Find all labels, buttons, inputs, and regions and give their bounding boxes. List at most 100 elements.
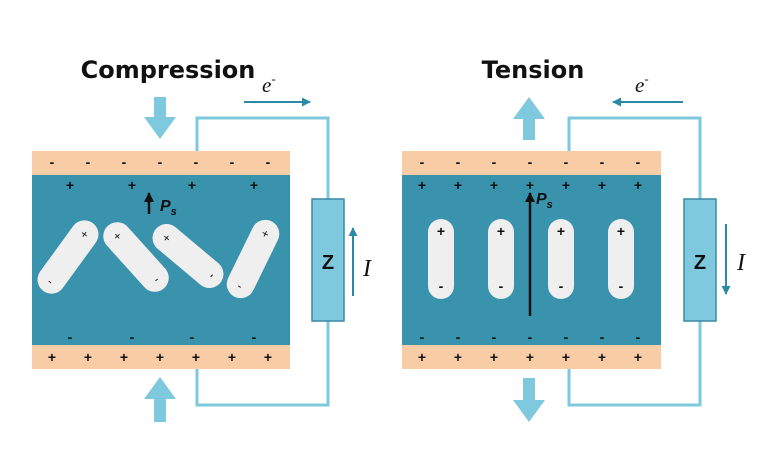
- charge-sign: +: [634, 177, 642, 193]
- dipole: + -: [428, 219, 454, 299]
- charge-sign: -: [130, 329, 135, 345]
- charge-sign: +: [454, 177, 462, 193]
- top-electrode-charges: -------: [420, 154, 641, 170]
- bottom-electrode: [402, 345, 661, 369]
- charge-sign: +: [66, 177, 74, 193]
- bottom-electrode-charges: +++++++: [418, 349, 642, 365]
- charge-sign: -: [158, 154, 163, 170]
- impedance-label: Z: [694, 252, 706, 274]
- polarization-label: Ps: [160, 198, 177, 218]
- dipole: + -: [608, 219, 634, 299]
- charge-sign: -: [636, 154, 641, 170]
- charge-sign: -: [600, 154, 605, 170]
- bottom-electrode: [32, 345, 290, 369]
- charge-sign: -: [230, 154, 235, 170]
- current-label: I: [362, 256, 372, 282]
- dipole-minus-label: -: [235, 279, 245, 293]
- panel-tension: Tension ------- +++++++ ------- +++++++ …: [402, 56, 746, 422]
- dipole-minus-label: -: [499, 278, 504, 294]
- dipole-body: [37, 220, 99, 294]
- dipole-body: [608, 219, 634, 299]
- top-surface-charges: ++++: [66, 177, 258, 193]
- dipole: + -: [37, 220, 99, 294]
- bottom-surface-charges: ----: [68, 329, 257, 345]
- panel-compression: Compression ------- ++++ ---- +++++++ + …: [32, 56, 372, 422]
- charge-sign: +: [192, 349, 200, 365]
- charge-sign: +: [128, 177, 136, 193]
- top-electrode-charges: -------: [50, 154, 271, 170]
- charge-sign: -: [86, 154, 91, 170]
- impedance-label: Z: [322, 252, 334, 274]
- force-arrow-up: [513, 97, 545, 140]
- charge-sign: +: [526, 177, 534, 193]
- top-electrode: [32, 151, 290, 175]
- dipole-plus-label: +: [617, 223, 625, 239]
- charge-sign: +: [120, 349, 128, 365]
- charge-sign: +: [264, 349, 272, 365]
- charge-sign: -: [252, 329, 257, 345]
- dipole: + -: [488, 219, 514, 299]
- dipole-minus-label: -: [439, 278, 444, 294]
- charge-sign: -: [420, 154, 425, 170]
- force-arrow-up: [144, 377, 176, 422]
- dipole-body: [548, 219, 574, 299]
- impedance-box: [683, 198, 717, 322]
- charge-sign: -: [564, 154, 569, 170]
- bottom-electrode-charges: + + + + + + +: [48, 349, 272, 365]
- dipole-minus-label: -: [559, 278, 564, 294]
- charge-sign: +: [156, 349, 164, 365]
- dipole-plus-label: +: [497, 223, 505, 239]
- charge-sign: -: [420, 329, 425, 345]
- bottom-surface-charges: -------: [420, 329, 641, 345]
- electron-label: e-: [262, 71, 276, 97]
- dipole: + -: [152, 224, 224, 288]
- charge-sign: +: [598, 177, 606, 193]
- charge-sign: -: [492, 329, 497, 345]
- circuit-wire: [195, 321, 330, 407]
- impedance-box: [311, 198, 345, 322]
- charge-sign: -: [528, 329, 533, 345]
- force-arrow-down: [144, 97, 176, 139]
- charge-sign: +: [490, 349, 498, 365]
- circuit-wire: [567, 321, 702, 407]
- charge-sign: -: [68, 329, 73, 345]
- charge-sign: -: [528, 154, 533, 170]
- charge-sign: -: [122, 154, 127, 170]
- circuit-wire: [567, 116, 702, 199]
- dipole: + -: [548, 219, 574, 299]
- force-arrow-down: [513, 378, 545, 422]
- charge-sign: +: [634, 349, 642, 365]
- charge-sign: -: [456, 154, 461, 170]
- charge-sign: +: [188, 177, 196, 193]
- dipole-plus-label: +: [437, 223, 445, 239]
- charge-sign: +: [562, 177, 570, 193]
- polarization-label: Ps: [536, 191, 553, 211]
- charge-sign: +: [418, 177, 426, 193]
- dipole: + -: [103, 222, 169, 292]
- charge-sign: +: [228, 349, 236, 365]
- top-electrode: [402, 151, 661, 175]
- charge-sign: -: [266, 154, 271, 170]
- panel-title: Compression: [81, 56, 256, 84]
- charge-sign: +: [418, 349, 426, 365]
- dipole-body: [226, 219, 280, 299]
- top-surface-charges: + + + + + + +: [418, 177, 642, 193]
- dipole-minus-label: -: [45, 274, 56, 288]
- charge-sign: +: [84, 349, 92, 365]
- charge-sign: -: [492, 154, 497, 170]
- charge-sign: -: [636, 329, 641, 345]
- dipole-body: [488, 219, 514, 299]
- charge-sign: -: [194, 154, 199, 170]
- circuit-wire: [195, 116, 330, 199]
- charge-sign: +: [454, 349, 462, 365]
- dipole-minus-label: -: [619, 278, 624, 294]
- charge-sign: +: [526, 349, 534, 365]
- dipole-body: [428, 219, 454, 299]
- charge-sign: -: [190, 329, 195, 345]
- dipole: + -: [226, 219, 280, 299]
- charge-sign: +: [490, 177, 498, 193]
- charge-sign: +: [48, 349, 56, 365]
- electron-label: e-: [635, 71, 649, 97]
- dipole-plus-label: +: [557, 223, 565, 239]
